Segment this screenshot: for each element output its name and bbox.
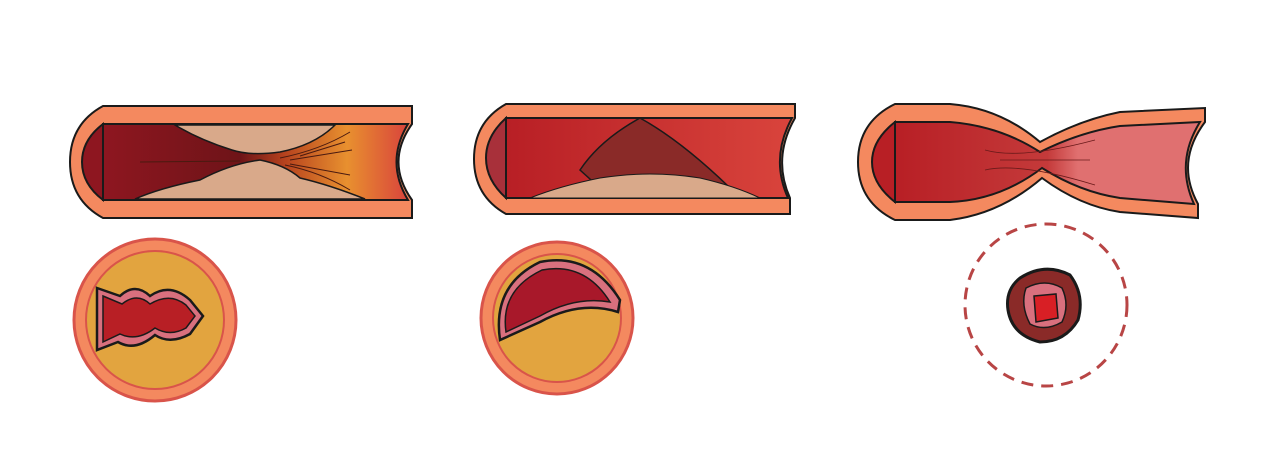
vessel-2-cap (484, 115, 507, 201)
plaque-top (172, 124, 337, 155)
clot (579, 117, 730, 191)
vessel-3-lumen (894, 120, 1202, 206)
plaque-base (529, 173, 761, 199)
vessel-1-cross-section (72, 237, 238, 403)
dashed-ring (963, 222, 1129, 388)
vessel-1-cap (80, 121, 104, 203)
vessel-2-longitudinal (472, 103, 796, 215)
vessel-3-cross-section (963, 222, 1129, 388)
vessel-2-cross-section (479, 240, 635, 396)
vessel-3-cap (870, 119, 896, 205)
streak-lines (139, 131, 353, 191)
vessel-3-longitudinal (856, 103, 1206, 221)
vessel-1-longitudinal (68, 105, 413, 219)
plaque-bottom (134, 159, 366, 200)
